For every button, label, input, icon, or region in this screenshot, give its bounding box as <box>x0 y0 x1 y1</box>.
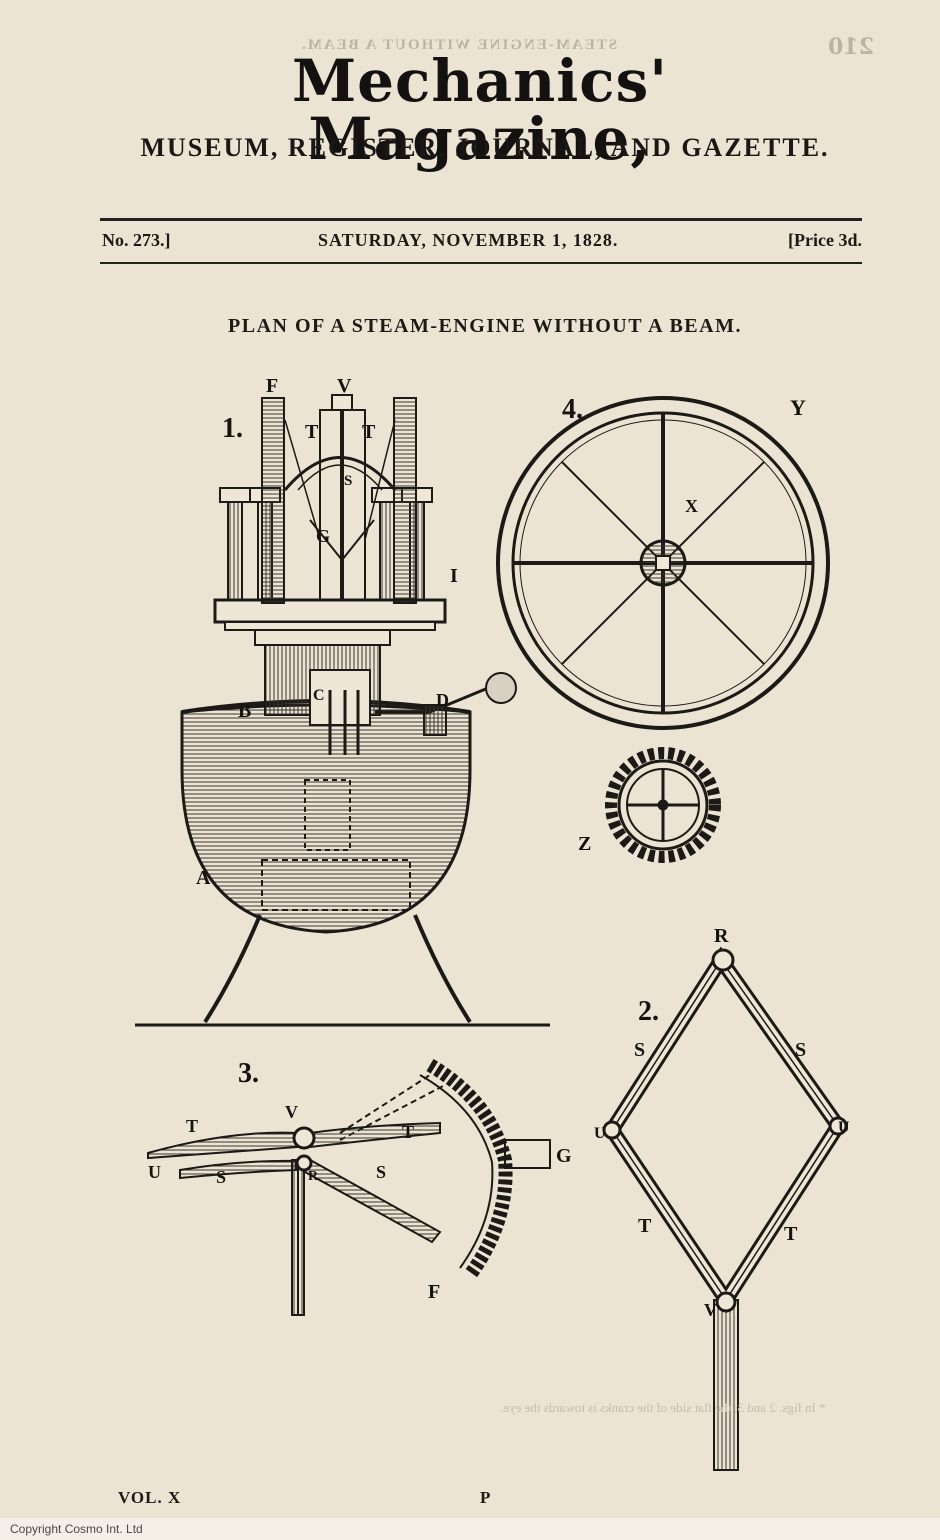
figure-3-label-f: F <box>428 1281 440 1303</box>
signature-mark: P <box>480 1488 491 1507</box>
figure-2-label-s2: S <box>795 1039 806 1061</box>
copyright-notice: Copyright Cosmo Int. Ltd <box>0 1518 940 1540</box>
volume-mark: VOL. X <box>118 1488 182 1507</box>
figure-2-labels: 2. R S S U U T T V <box>594 925 850 1320</box>
figure-4-wheel <box>496 396 830 863</box>
article-title: PLAN OF A STEAM-ENGINE WITHOUT A BEAM. <box>228 315 742 337</box>
issue-line: No. 273.] SATURDAY, NOVEMBER 1, 1828. [P… <box>100 230 862 256</box>
bottom-rule <box>100 262 862 264</box>
figure-3-label-t2: T <box>402 1122 414 1142</box>
figure-3-label-v: V <box>285 1102 298 1122</box>
figure-3-label-t1: T <box>186 1116 198 1136</box>
figure-1-label-d: D <box>436 690 449 710</box>
figure-1-label-t2: T <box>362 421 376 443</box>
figure-1-label-v: V <box>337 375 352 397</box>
figure-4-label-z: Z <box>578 833 591 855</box>
figure-4-label-x: X <box>685 496 698 516</box>
top-rule <box>100 218 862 221</box>
figure-4-number: 4. <box>562 394 583 425</box>
figure-3-label-g: G <box>556 1145 572 1167</box>
figure-1-label-t1: T <box>305 421 319 443</box>
masthead-subtitle: MUSEUM, REGISTER, JOURNAL, AND GAZETTE. <box>140 133 830 162</box>
figure-3-label-s2: S <box>376 1162 386 1182</box>
figure-4-labels: 4. Y X Z <box>562 394 806 855</box>
issue-number: No. 273.] <box>102 230 171 250</box>
figure-1-label-c: C <box>313 687 325 704</box>
figure-4-label-y: Y <box>790 395 806 420</box>
figure-2-label-t2: T <box>784 1223 798 1245</box>
figure-2-label-u1: U <box>594 1125 606 1142</box>
figure-3-label-r: R <box>308 1169 319 1184</box>
figure-2-label-r: R <box>714 925 729 947</box>
figure-2-label-t1: T <box>638 1215 652 1237</box>
issue-date: SATURDAY, NOVEMBER 1, 1828. <box>318 230 619 250</box>
figure-1-labels: 1. F V T T S G I B C D A <box>196 375 458 889</box>
figure-1-label-b: B <box>238 700 251 722</box>
masthead-title: Mechanics' Magazine, <box>291 47 669 173</box>
issue-price: [Price 3d. <box>788 230 862 250</box>
figure-3-label-u: U <box>148 1162 161 1182</box>
figure-3-labels: 3. T V T U S S R G F <box>148 1058 572 1303</box>
figure-1-label-s: S <box>344 473 352 489</box>
figure-3-cranks <box>147 1058 551 1316</box>
figure-1-label-a: A <box>196 867 211 889</box>
figure-2-label-u2: U <box>838 1119 850 1136</box>
figure-2-parallel-motion <box>602 946 848 1471</box>
figure-2-label-s1: S <box>634 1039 645 1061</box>
figure-1-number: 1. <box>222 413 243 444</box>
figure-1-engine <box>135 394 550 1027</box>
figure-1-label-f: F <box>266 375 278 397</box>
figure-2-label-v: V <box>704 1300 717 1320</box>
show-through-footnote: * In figs. 2 and 3, the flat side of the… <box>500 1400 826 1415</box>
figure-3-label-s1: S <box>216 1167 226 1187</box>
figure-3-number: 3. <box>238 1058 259 1089</box>
figure-1-label-i: I <box>450 565 458 587</box>
figure-1-label-g: G <box>316 526 330 546</box>
figure-2-number: 2. <box>638 996 659 1027</box>
